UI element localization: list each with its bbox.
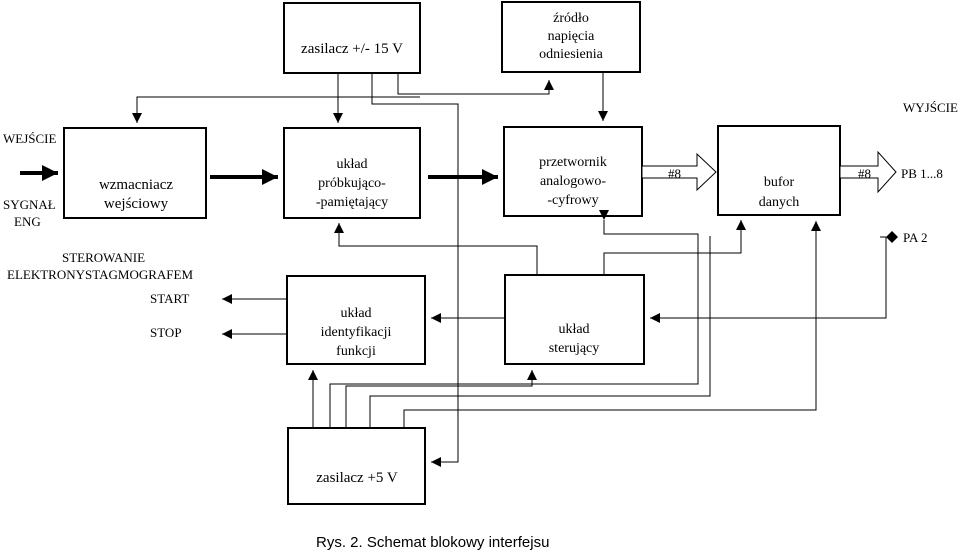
svg-text:przetwornik: przetwornik <box>539 155 607 170</box>
label-pb: PB 1...8 <box>901 166 943 181</box>
bus-adc-to-buffer: #8 <box>641 152 717 192</box>
svg-text:układ: układ <box>336 157 367 172</box>
block-uklad-sterujacy: układ sterujący <box>504 274 645 365</box>
block-uklad-probkujaco-pamietajacy: układ próbkująco- -pamiętający <box>283 127 421 219</box>
wire-5v-to-adc-line <box>369 236 711 428</box>
pa2-connector-diamond <box>886 231 898 243</box>
svg-text:bufor: bufor <box>764 175 795 190</box>
wire-control-to-sample-hold <box>334 223 538 275</box>
svg-text:funkcji: funkcji <box>336 344 376 359</box>
label-wyjscie: WYJŚCIE <box>903 100 958 115</box>
wiring-control <box>329 210 898 428</box>
svg-text:źródło: źródło <box>553 11 589 26</box>
svg-text:#8: #8 <box>858 166 871 181</box>
label-eng: ENG <box>14 214 41 229</box>
label-wejscie: WEJŚCIE <box>3 131 57 146</box>
svg-text:próbkująco-: próbkująco- <box>318 176 386 191</box>
wire-5v-to-control <box>345 370 537 428</box>
wire-15v-to-5v-supply <box>371 73 459 467</box>
svg-text:układ: układ <box>340 306 371 321</box>
label-pa: PA 2 <box>903 230 927 245</box>
wiring-supply-5v <box>308 221 821 428</box>
bus-buffer-to-output: #8 <box>839 150 897 194</box>
wire-15v-to-amplifier <box>132 96 420 123</box>
block-wzmacniacz-wejsciowy: wzmacniacz wejściowy <box>63 127 207 219</box>
svg-text:odniesienia: odniesienia <box>539 47 604 62</box>
svg-text:analogowo-: analogowo- <box>540 174 606 189</box>
svg-text:wzmacniacz: wzmacniacz <box>99 177 173 193</box>
wire-5v-to-buffer <box>403 221 821 428</box>
svg-text:danych: danych <box>759 195 799 210</box>
label-elektronystagmografem: ELEKTRONYSTAGMOGRAFEM <box>7 267 193 282</box>
svg-text:-cyfrowy: -cyfrowy <box>547 193 598 208</box>
wire-15v-to-reference <box>397 73 554 95</box>
label-sygnal: SYGNAŁ <box>3 197 56 212</box>
wire-pa2-to-control <box>650 237 887 323</box>
block-zasilacz-5v: zasilacz +5 V <box>287 427 426 505</box>
figure-caption: Rys. 2. Schemat blokowy interfejsu <box>316 534 549 551</box>
wire-adc-to-supply-loop <box>329 210 699 428</box>
svg-text:zasilacz +5 V: zasilacz +5 V <box>316 470 398 486</box>
label-sterowanie: STEROWANIE <box>62 250 145 265</box>
svg-text:wejściowy: wejściowy <box>104 196 169 212</box>
svg-text:sterujący: sterujący <box>549 341 600 356</box>
label-stop: STOP <box>150 325 182 340</box>
svg-text:zasilacz +/- 15 V: zasilacz +/- 15 V <box>301 41 403 57</box>
svg-text:-pamiętający: -pamiętający <box>316 195 388 210</box>
wiring-supply-15v <box>132 73 554 467</box>
label-start: START <box>150 291 189 306</box>
svg-text:identyfikacji: identyfikacji <box>321 325 392 340</box>
block-zrodlo-napiecia-odniesienia: źródło napięcia odniesienia <box>501 1 641 73</box>
svg-text:układ: układ <box>558 322 589 337</box>
svg-text:#8: #8 <box>668 166 681 181</box>
wire-control-to-buffer <box>603 220 746 275</box>
block-zasilacz-15v: zasilacz +/- 15 V <box>283 2 421 74</box>
block-przetwornik-analogowo-cyfrowy: przetwornik analogowo- -cyfrowy <box>503 126 643 217</box>
block-uklad-identyfikacji-funkcji: układ identyfikacji funkcji <box>286 275 426 365</box>
block-bufor-danych: bufor danych <box>717 125 841 216</box>
signal-path <box>20 165 498 185</box>
svg-text:napięcia: napięcia <box>548 29 595 44</box>
